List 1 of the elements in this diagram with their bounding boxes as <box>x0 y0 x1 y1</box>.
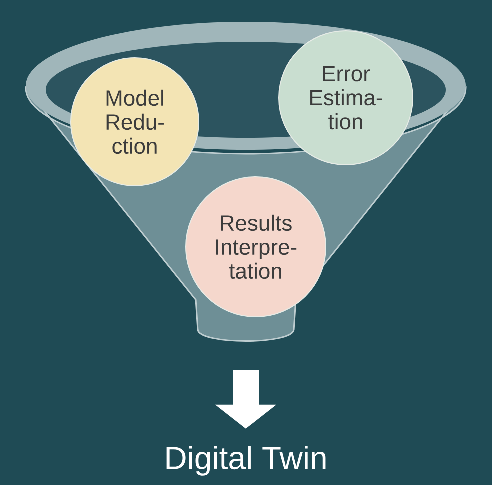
result-text: Digital Twin <box>166 446 326 476</box>
